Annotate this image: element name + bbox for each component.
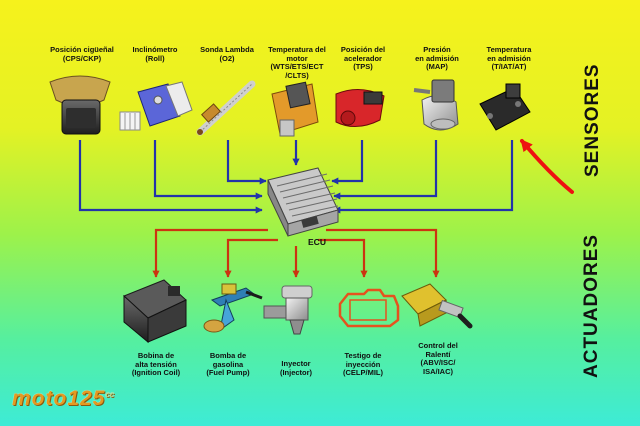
sensor-label-crankshaft: Posición cigüeñal (CPS/CKP): [50, 45, 114, 63]
actuator-label-injector: Inyector (Injector): [279, 359, 313, 377]
ecu-unit-icon: [267, 167, 339, 237]
actuator-label-ignition-coil: Bobina de alta tensión (Ignition Coil): [131, 351, 181, 377]
logo-suffix: cc: [105, 390, 115, 399]
wire-fuel-pump: [224, 238, 278, 278]
sensor-label-iat: Temperatura en admisión (T/IAT/AT): [486, 45, 532, 71]
fuel-pump-icon: [203, 283, 263, 333]
actuator-label-idle-control: Control del Ralentí (ABV/ISC/ ISA/IAC): [418, 341, 458, 376]
actuator-label-mil: Testigo de inyección (CELP/MIL): [343, 351, 383, 377]
wire-iat: [333, 140, 514, 214]
wire-idle-control: [326, 228, 440, 278]
injector-icon: [263, 285, 313, 335]
sensor-label-engine-temp: Temperatura del motor (WTS/ETS/ECT /CLTS…: [268, 45, 326, 80]
intake-temp-sensor-icon: [479, 83, 531, 131]
wire-tps: [331, 140, 364, 185]
wire-ignition-coil: [152, 228, 268, 278]
logo-text: moto125: [12, 387, 106, 410]
crankshaft-sensor-icon: [49, 75, 111, 135]
lambda-probe-icon: [196, 80, 256, 136]
moto125-logo: moto125cc: [12, 387, 114, 411]
sensor-label-map: Presión en admisión (MAP): [415, 45, 459, 71]
map-sensor-icon: [413, 79, 459, 131]
ecu-label: ECU: [308, 237, 326, 247]
sensor-label-inclinometer: Inclinómetro (Roll): [132, 45, 178, 63]
engine-temp-sensor-icon: [271, 81, 319, 137]
actuator-label-fuel-pump: Bomba de gasolina (Fuel Pump): [206, 351, 250, 377]
ignition-coil-icon: [123, 279, 187, 344]
sensor-label-tps: Posición del acelerador (TPS): [340, 45, 386, 71]
throttle-position-sensor-icon: [335, 89, 385, 127]
actuators-title: ACTUADORES: [581, 233, 602, 378]
annotation-arrow: [520, 139, 574, 194]
idle-control-valve-icon: [401, 283, 473, 329]
wire-map: [333, 140, 438, 200]
sensors-title: SENSORES: [582, 63, 603, 177]
wire-mil: [318, 238, 368, 278]
wire-inclinometer: [153, 140, 263, 200]
wire-lambda: [226, 140, 267, 185]
inclinometer-icon: [119, 81, 193, 131]
wire-crank-sensor: [78, 140, 263, 214]
check-engine-lamp-icon: [338, 288, 400, 328]
sensor-label-lambda: Sonda Lambda (O2): [200, 45, 254, 63]
